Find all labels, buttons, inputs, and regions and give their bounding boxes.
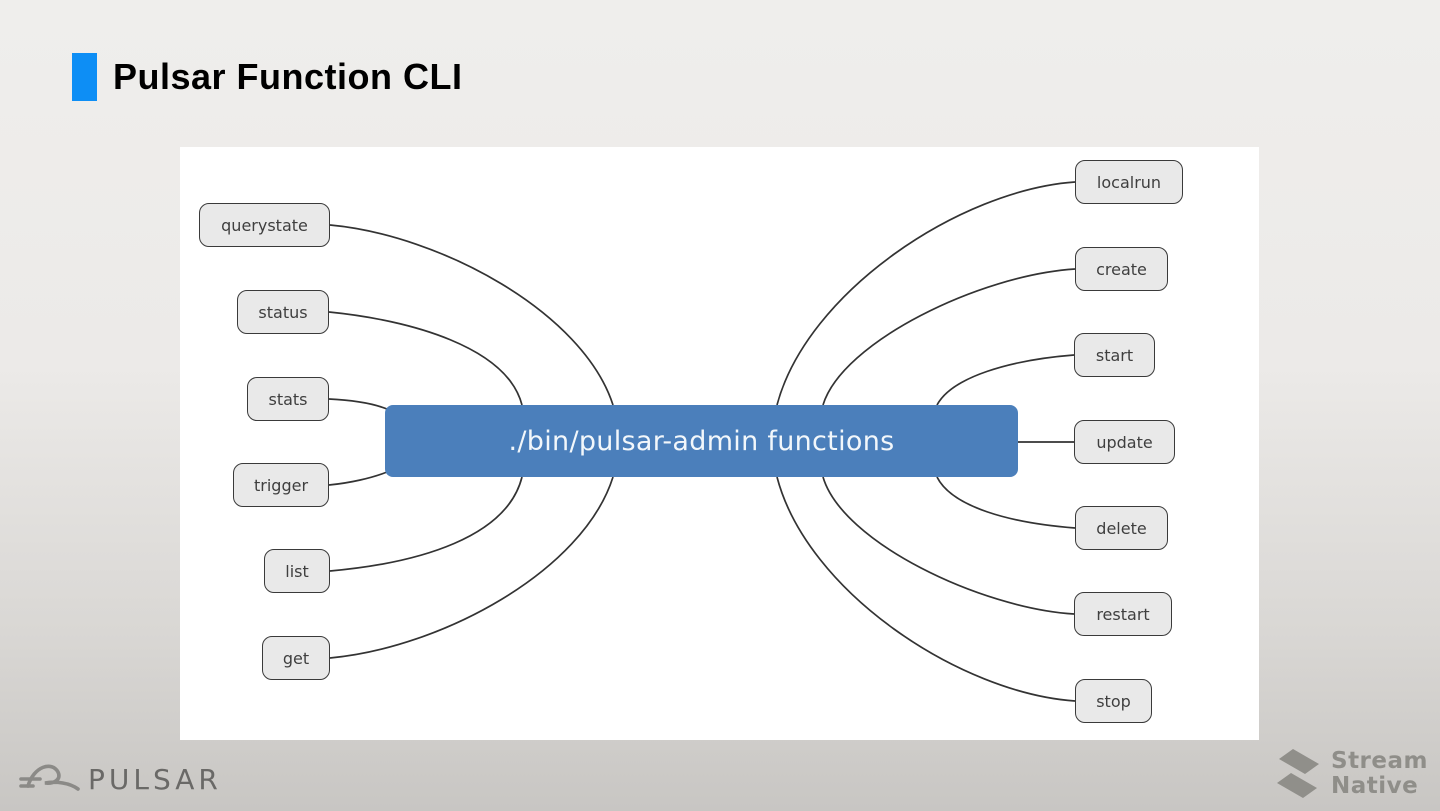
- node-create: create: [1075, 247, 1168, 291]
- connector-delete: [936, 476, 1076, 529]
- streamnative-line2: Native: [1331, 773, 1419, 799]
- node-update: update: [1074, 420, 1175, 464]
- node-get: get: [262, 636, 330, 680]
- node-list: list: [264, 549, 330, 593]
- connector-restart: [822, 476, 1075, 615]
- page-title: Pulsar Function CLI: [113, 56, 463, 97]
- node-stats: stats: [247, 377, 329, 421]
- streamnative-line1: Stream: [1331, 747, 1428, 774]
- streamnative-wordmark: Stream Native: [1331, 747, 1428, 800]
- node-delete: delete: [1075, 506, 1168, 550]
- pulsar-logo: PULSAR: [18, 758, 222, 800]
- streamnative-icon: [1277, 749, 1319, 798]
- pulsar-wordmark: PULSAR: [88, 762, 222, 796]
- node-localrun: localrun: [1075, 160, 1183, 204]
- node-status: status: [237, 290, 329, 334]
- node-stop: stop: [1075, 679, 1152, 723]
- connector-status: [328, 311, 523, 406]
- connector-stats: [328, 398, 388, 410]
- node-restart: restart: [1074, 592, 1172, 636]
- connector-get: [329, 476, 614, 659]
- slide-header: Pulsar Function CLI: [72, 53, 463, 101]
- connector-start: [936, 354, 1075, 406]
- node-start: start: [1074, 333, 1155, 377]
- node-trigger: trigger: [233, 463, 329, 507]
- connector-lines: [328, 181, 1076, 702]
- connector-list: [329, 476, 523, 572]
- center-node-pulsar-admin: ./bin/pulsar-admin functions: [385, 405, 1018, 477]
- connector-trigger: [328, 471, 388, 486]
- diagram-panel: querystate status stats trigger list get…: [180, 147, 1259, 740]
- streamnative-logo: Stream Native: [1269, 746, 1428, 802]
- node-querystate: querystate: [199, 203, 330, 247]
- connector-create: [822, 268, 1076, 406]
- connector-querystate: [329, 224, 614, 406]
- title-accent-bar: [72, 53, 97, 101]
- connector-localrun: [776, 181, 1076, 406]
- connector-stop: [776, 476, 1076, 702]
- pulsar-swirl-icon: [19, 764, 80, 791]
